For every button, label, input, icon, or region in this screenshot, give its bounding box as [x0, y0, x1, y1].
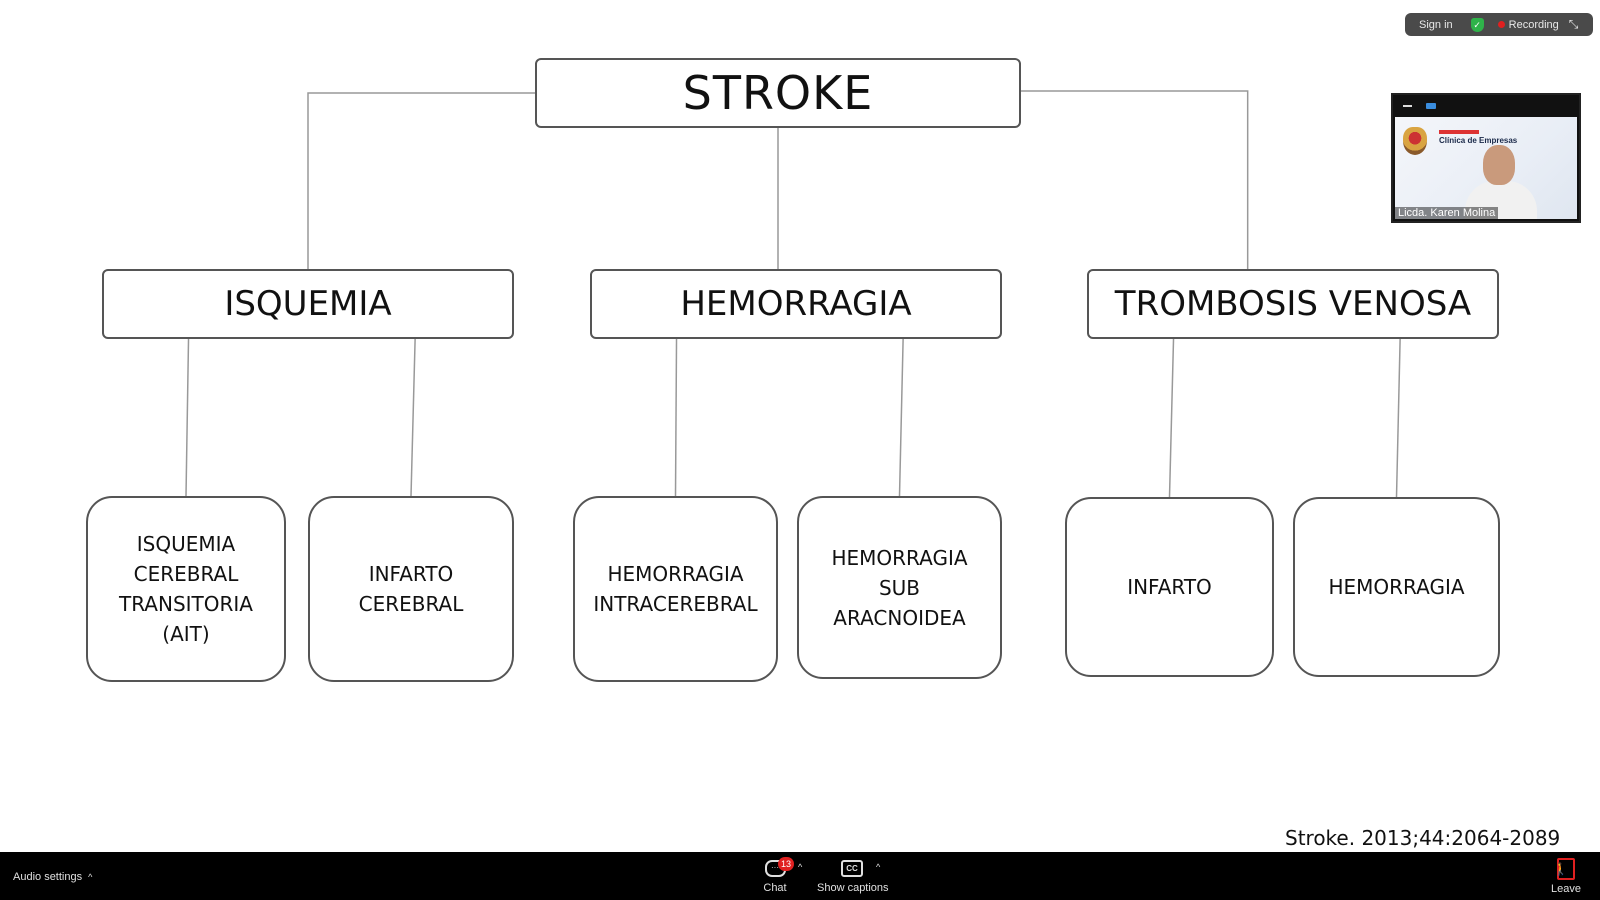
connector-node-ischemia-transitoria: [185, 338, 190, 497]
node-hemorragia-venosa: HEMORRAGIA: [1293, 497, 1500, 677]
layout-icon[interactable]: [1426, 103, 1436, 109]
chat-options-chevron-icon[interactable]: ^: [798, 862, 803, 872]
audio-settings-label: Audio settings: [13, 871, 83, 883]
video-feed: Clínica de Empresas: [1395, 117, 1577, 219]
connector-node-hemorragia-subaracnoidea: [898, 338, 904, 497]
connector-lines: [185, 90, 1401, 498]
node-hemorragia-subaracnoidea: HEMORRAGIA SUB ARACNOIDEA: [797, 496, 1002, 679]
node-stroke: STROKE: [535, 58, 1021, 128]
meeting-status-pill: Sign in ✓ Recording ⤡: [1405, 13, 1593, 36]
node-trombosis-venosa: TROMBOSIS VENOSA: [1087, 269, 1499, 339]
audio-settings-button[interactable]: Audio settings ^: [13, 871, 92, 883]
shield-check-icon[interactable]: ✓: [1470, 17, 1484, 32]
chat-button[interactable]: ··· 13 Chat: [758, 857, 794, 894]
node-ischemia-transitoria: ISQUEMIA CEREBRAL TRANSITORIA (AIT): [86, 496, 286, 682]
show-captions-button[interactable]: CC Show captions: [817, 858, 889, 894]
node-infarto: INFARTO: [1065, 497, 1274, 677]
sign-in-link[interactable]: Sign in: [1419, 18, 1453, 31]
meeting-controls-bar: Audio settings ^ ··· 13 Chat ^ CC Show ca…: [0, 852, 1600, 900]
leave-label: Leave: [1551, 883, 1581, 895]
node-hemorragia: HEMORRAGIA: [590, 269, 1002, 339]
video-titlebar: [1393, 95, 1579, 117]
citation: Stroke. 2013;44:2064-2089: [1285, 826, 1561, 850]
node-hemorragia-intracerebral: HEMORRAGIA INTRACEREBRAL: [573, 496, 778, 682]
connector-node-hemorragia-venosa: [1395, 338, 1401, 498]
slide: STROKE ISQUEMIA HEMORRAGIA TROMBOSIS VEN…: [86, 58, 1561, 850]
logo-crest: [1403, 127, 1427, 155]
leave-icon: 🚶: [1553, 858, 1575, 880]
captions-label: Show captions: [817, 882, 889, 894]
recording-dot-icon: [1497, 21, 1505, 28]
banner-tag: [1439, 130, 1479, 134]
connector-root-trombosis: [1021, 90, 1249, 269]
chevron-up-icon[interactable]: ^: [88, 872, 93, 882]
org-name: Clínica de Empresas: [1439, 136, 1518, 145]
collapse-icon[interactable]: ⤡: [1568, 17, 1579, 31]
connector-root-isquemia: [307, 92, 535, 269]
person-body: [1465, 181, 1537, 219]
captions-icon: CC: [841, 860, 863, 877]
recording-label: Recording: [1508, 18, 1559, 31]
leave-button[interactable]: 🚶 Leave: [1546, 858, 1586, 895]
captions-options-chevron-icon[interactable]: ^: [876, 862, 881, 872]
node-infarto-cerebral: INFARTO CEREBRAL: [308, 496, 514, 682]
participant-video[interactable]: Clínica de Empresas Licda. Karen Molina: [1391, 93, 1581, 223]
chat-unread-badge: 13: [778, 857, 794, 871]
participant-name: Licda. Karen Molina: [1395, 207, 1499, 219]
node-isquemia: ISQUEMIA: [102, 269, 514, 339]
minimize-icon[interactable]: [1403, 105, 1412, 107]
chat-label: Chat: [763, 882, 787, 894]
connector-node-hemorragia-intracerebral: [674, 338, 678, 497]
person-head: [1483, 145, 1515, 185]
connector-node-infarto-cerebral: [410, 338, 416, 497]
connector-node-infarto: [1168, 338, 1175, 498]
